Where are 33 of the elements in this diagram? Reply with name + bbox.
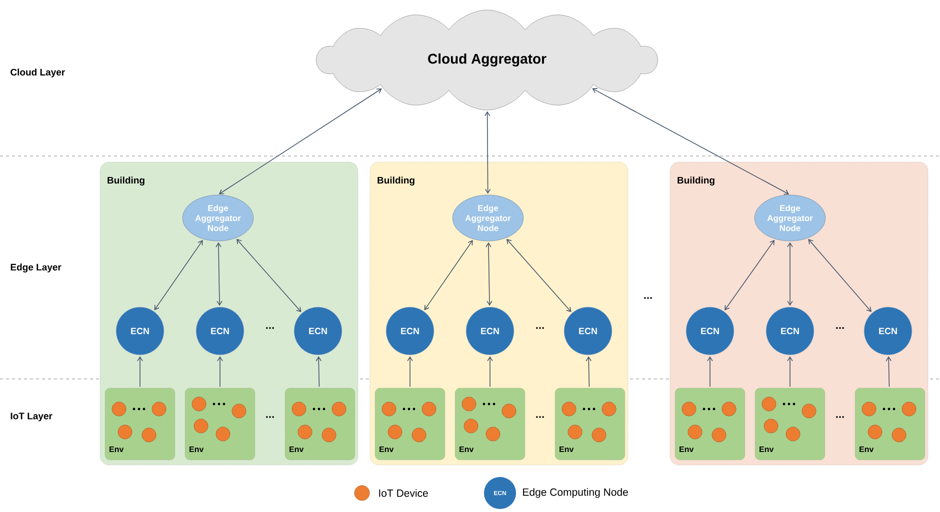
arrow (217, 356, 223, 388)
arrow (484, 111, 491, 194)
legend-label: IoT Device (379, 489, 428, 497)
ellipsis: ... (536, 327, 544, 329)
arrow (808, 238, 872, 312)
arrow (592, 88, 790, 195)
arrow (486, 242, 492, 306)
ellipsis: ... (266, 416, 274, 418)
ellipsis: ... (836, 327, 844, 329)
arrow (586, 356, 592, 388)
layer-label: IoT Layer (10, 412, 52, 422)
arrow (137, 356, 143, 388)
legend-label: Edge Computing Node (523, 488, 628, 498)
arrow (218, 88, 382, 194)
arrow (787, 242, 793, 306)
arrow (886, 356, 892, 388)
arrow (707, 356, 713, 388)
ellipsis: ... (536, 416, 544, 418)
arrow (787, 356, 793, 388)
layer-label: Edge Layer (10, 264, 62, 272)
ellipsis: ... (644, 297, 652, 299)
ellipsis: ... (836, 416, 844, 418)
arrow (316, 356, 322, 388)
arrow (407, 356, 413, 388)
arrow (424, 240, 473, 310)
arrow (724, 240, 775, 310)
arrow (487, 356, 493, 388)
arrow (506, 238, 572, 312)
ellipsis: ... (266, 327, 274, 329)
layer-label: Cloud Layer (10, 68, 65, 78)
arrow (154, 240, 203, 310)
arrow (236, 238, 302, 312)
arrow (216, 242, 222, 306)
